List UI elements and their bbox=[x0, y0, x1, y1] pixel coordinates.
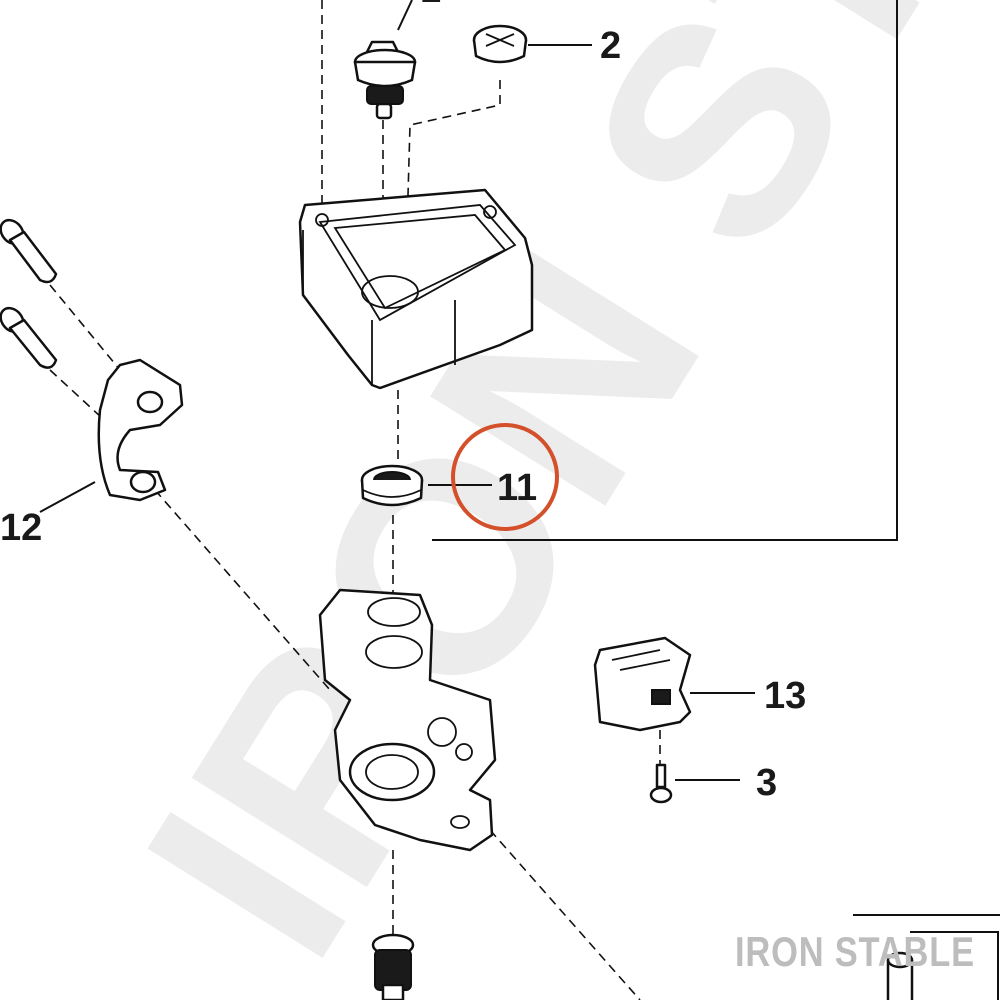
reservoir-port bbox=[361, 275, 419, 309]
clamp-bolt-1 bbox=[0, 218, 58, 284]
piston-assembly-part bbox=[371, 933, 415, 1000]
reservoir-rim bbox=[318, 204, 517, 322]
brake-switch-part bbox=[593, 636, 692, 732]
reservoir-outer bbox=[298, 188, 534, 390]
dash-line-body-right bbox=[489, 829, 641, 1000]
switch-connector bbox=[651, 689, 671, 705]
bleeder-thread bbox=[366, 85, 404, 105]
bushing-part bbox=[886, 951, 914, 1000]
body-piston-inner bbox=[365, 754, 419, 790]
watermark-text: IRON STABLE bbox=[81, 0, 1000, 1000]
callout-12: 12 bbox=[0, 507, 42, 549]
callout-11: 11 bbox=[497, 467, 537, 509]
clamp-hole-top bbox=[136, 390, 164, 414]
cap-cross-mark bbox=[485, 33, 515, 47]
leader-lines bbox=[39, 0, 755, 781]
fitting-body bbox=[360, 479, 424, 507]
switch-screw-part bbox=[649, 763, 673, 804]
reservoir-hole-right bbox=[483, 205, 497, 219]
callout-3: 3 bbox=[756, 762, 777, 804]
reservoir-cap-part bbox=[472, 24, 528, 64]
reservoir-hole-left bbox=[315, 213, 329, 227]
callout-13: 13 bbox=[764, 675, 806, 717]
brembo-logo-mark bbox=[427, 717, 457, 747]
body-mid-port bbox=[365, 635, 423, 669]
callout-2: 2 bbox=[600, 25, 621, 67]
master-cylinder-body-part bbox=[318, 588, 497, 852]
body-small-port bbox=[455, 743, 473, 761]
corner-frame-side bbox=[910, 931, 999, 1000]
clamp-body bbox=[97, 358, 184, 502]
switch-housing bbox=[593, 636, 692, 732]
bleeder-tip bbox=[375, 102, 393, 120]
body-piston-bore bbox=[348, 742, 436, 802]
dash-line-bolt-1 bbox=[49, 284, 121, 371]
switch-ribs bbox=[611, 649, 671, 671]
clamp-bolt-2 bbox=[0, 306, 58, 369]
leader-1x bbox=[397, 0, 413, 31]
callout-labels: 1 2 11 12 13 3 bbox=[0, 0, 806, 804]
bleeder-screw-part bbox=[353, 40, 417, 120]
fitting-part-11 bbox=[360, 464, 424, 507]
reservoir-group-frame bbox=[432, 0, 898, 541]
assembly-frame bbox=[432, 0, 1000, 1000]
leader-12 bbox=[39, 481, 96, 513]
fitting-ring bbox=[362, 489, 422, 498]
reservoir-edges bbox=[302, 230, 533, 385]
brand-label: IRON STABLE bbox=[735, 928, 975, 975]
clamp-hole-bottom bbox=[129, 470, 157, 494]
body-top-port bbox=[367, 597, 421, 627]
callout-1x: 1 bbox=[420, 0, 441, 11]
reservoir-housing-part bbox=[298, 188, 534, 390]
cap-body bbox=[472, 39, 528, 64]
bleeder-collar bbox=[353, 60, 417, 88]
body-mount-hole bbox=[450, 815, 470, 829]
watermark: IRON STABLE bbox=[81, 0, 1000, 1000]
highlight-circle bbox=[451, 423, 559, 531]
clamp-bolts-part bbox=[0, 218, 58, 369]
handlebar-clamp-part bbox=[97, 358, 184, 502]
